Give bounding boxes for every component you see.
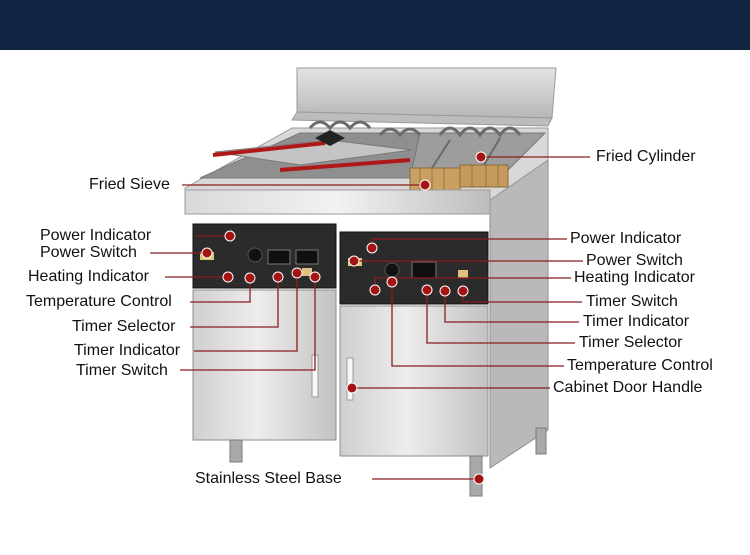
leader-l-temp-ctrl-dot [244,272,256,284]
label-right-power-switch: Power Switch [586,252,683,269]
front-rim [184,189,491,215]
leader-l-heating-ind-dot [222,271,234,283]
leader-r-temp-ctrl [391,282,564,367]
label-right-timer-selector: Timer Selector [579,334,683,351]
fried-cylinder-baskets [409,137,509,191]
leader-l-timer-sel [190,277,279,328]
label-stainless-steel-base: Stainless Steel Base [195,470,342,487]
leader-r-temp-ctrl-dot [386,276,398,288]
label-left-timer-selector: Timer Selector [72,318,176,335]
label-right-temperature-control: Temperature Control [567,357,713,374]
leader-l-temp-ctrl [190,278,251,303]
callout-leaders [150,151,590,485]
back-splash [291,67,557,127]
leader-l-timer-ind [194,273,298,352]
leader-l-power-ind-dot [224,230,236,242]
label-right-power-indicator: Power Indicator [570,230,682,247]
header-banner [0,0,750,50]
label-left-power-indicator: Power Indicator [40,227,152,244]
label-right-cabinet-door-handle: Cabinet Door Handle [553,379,703,396]
leader-r-power-sw-dot [348,255,360,267]
leader-r-power-ind-dot [366,242,378,254]
leader-r-timer-ind-dot [439,285,451,297]
label-left-timer-indicator: Timer Indicator [74,342,181,359]
leader-r-timer-ind [444,291,579,323]
label-right-timer-switch: Timer Switch [586,293,678,310]
leader-r-timer-sel [426,290,575,344]
label-fried-cylinder: Fried Cylinder [596,148,696,165]
leader-fried-cylinder-dot [475,151,487,163]
label-right-heating-indicator: Heating Indicator [574,269,695,286]
leader-base-dot [473,473,485,485]
leader-r-heating-ind-dot [369,284,381,296]
leader-l-timer-ind-dot [291,267,303,279]
heating-coils [308,120,522,138]
leader-fried-sieve-dot [419,179,431,191]
fried-sieve [212,130,413,172]
leader-r-timer-sw-dot [457,285,469,297]
cabinet-doors [192,289,489,457]
label-left-timer-switch: Timer Switch [76,362,168,379]
leader-l-timer-sw-dot [309,271,321,283]
label-left-power-switch: Power Switch [40,244,137,261]
label-left-heating-indicator: Heating Indicator [28,268,149,285]
leader-l-power-sw-dot [201,247,213,259]
leader-r-door-handle-dot [346,382,358,394]
leader-r-timer-sel-dot [421,284,433,296]
feet [229,427,547,497]
leader-l-timer-sel-dot [272,271,284,283]
leader-l-timer-sw [180,277,316,371]
label-right-timer-indicator: Timer Indicator [583,313,690,330]
label-fried-sieve: Fried Sieve [89,176,170,193]
label-left-temperature-control: Temperature Control [26,293,172,310]
side-panel [489,159,549,469]
